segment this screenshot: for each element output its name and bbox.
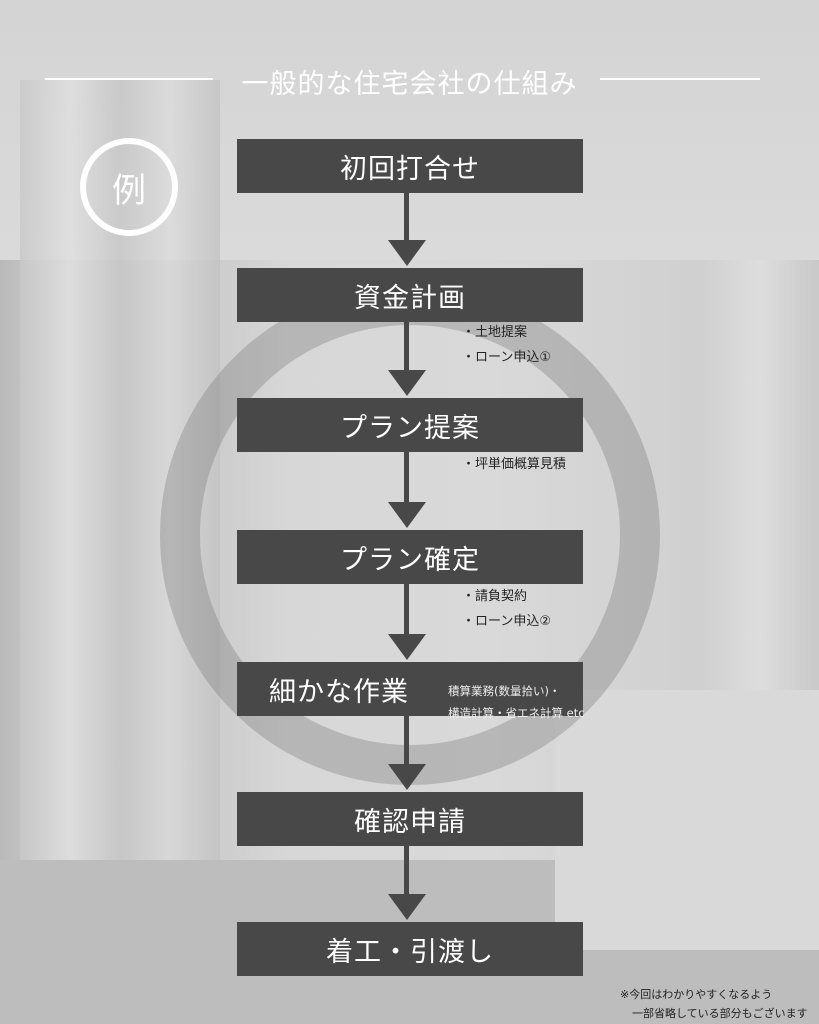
arrow-line: [404, 193, 409, 243]
step-box: 着工・引渡し: [237, 922, 583, 976]
step-box: 細かな作業: [237, 662, 583, 716]
arrow-line: [404, 452, 409, 504]
title-line-left: [45, 78, 213, 80]
note-item: 積算業務(数量拾い)・: [448, 684, 561, 698]
note-item: ・坪単価概算見積: [462, 457, 567, 472]
arrow-head-icon: [388, 894, 426, 920]
arrow-head-icon: [388, 502, 426, 528]
step-box: 資金計画: [237, 268, 583, 322]
arrow-head-icon: [388, 634, 426, 660]
background-sofa: [555, 690, 819, 950]
footnote-line: 一部省略している部分もございます: [632, 1007, 808, 1020]
arrow-head-icon: [388, 370, 426, 396]
step-box: プラン確定: [237, 530, 583, 584]
page-title: 一般的な住宅会社の仕組み: [241, 69, 578, 100]
note-shikin: ・土地提案 ・ローン申込①: [462, 320, 551, 370]
note-plan-kakutei: ・請負契約 ・ローン申込②: [462, 584, 551, 634]
note-item: ・請負契約: [462, 589, 528, 604]
note-item: ・ローン申込②: [462, 614, 552, 629]
note-item: ・ローン申込①: [462, 350, 552, 365]
step-box: 初回打合せ: [237, 139, 583, 193]
arrow-head-icon: [388, 240, 426, 266]
arrow-head-icon: [388, 764, 426, 790]
step-box: プラン提案: [237, 398, 583, 452]
step-box: 確認申請: [237, 792, 583, 846]
note-plan-teian: ・坪単価概算見積: [462, 452, 566, 477]
footnote-line: ※今回はわかりやすくなるよう: [620, 988, 773, 1001]
arrow-line: [404, 846, 409, 896]
example-badge: 例: [80, 138, 178, 236]
note-work: 積算業務(数量拾い)・ 構造計算・省エネ計算 etc: [448, 680, 585, 724]
example-badge-text: 例: [112, 170, 146, 211]
step-label: 細かな作業: [269, 676, 409, 708]
arrow-line: [404, 584, 409, 636]
note-item: 構造計算・省エネ計算 etc: [448, 706, 585, 720]
arrow-line: [404, 716, 409, 766]
arrow-line: [404, 322, 409, 372]
footnote: ※今回はわかりやすくなるよう 一部省略している部分もございます: [620, 985, 808, 1023]
title-line-right: [600, 78, 760, 80]
note-item: ・土地提案: [462, 325, 528, 340]
